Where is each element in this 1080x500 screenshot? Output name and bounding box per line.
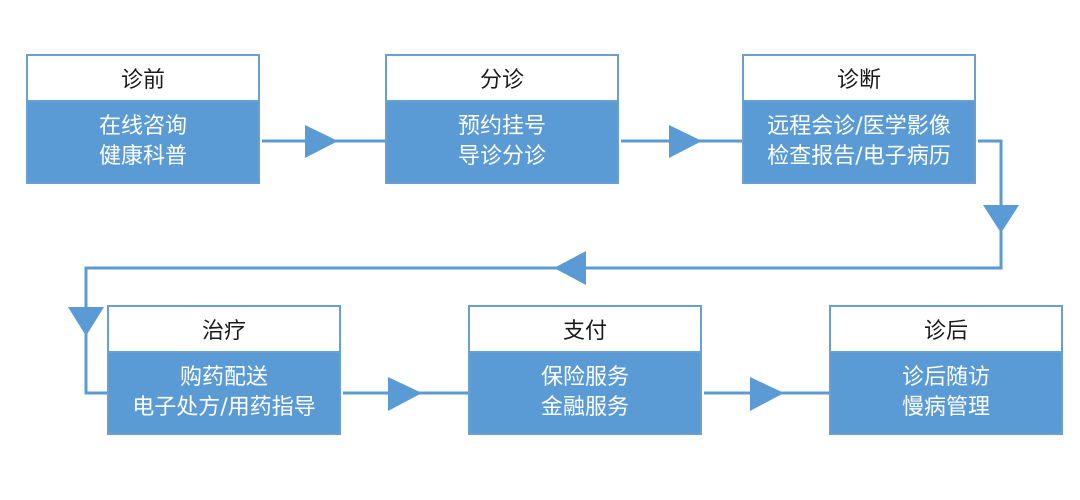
stage-body: 诊后随访 慢病管理 [831, 353, 1061, 433]
stage-pre-diagnosis: 诊前 在线咨询 健康科普 [26, 54, 260, 184]
arrow-down-2 [68, 307, 104, 336]
stage-line: 导诊分诊 [457, 144, 546, 169]
stage-triage: 分诊 预约挂号 导诊分诊 [385, 54, 619, 184]
stage-title: 治疗 [109, 307, 339, 353]
stage-title: 诊后 [831, 307, 1061, 353]
stage-line: 金融服务 [540, 395, 629, 420]
stage-line: 远程会诊/医学影像 [767, 114, 951, 139]
stage-body: 远程会诊/医学影像 检查报告/电子病历 [744, 102, 974, 182]
stage-line: 健康科普 [98, 144, 187, 169]
stage-payment: 支付 保险服务 金融服务 [468, 305, 702, 435]
stage-line: 检查报告/电子病历 [767, 144, 951, 169]
stage-title: 支付 [470, 307, 700, 353]
stage-title: 分诊 [387, 56, 617, 102]
stage-line: 慢病管理 [901, 395, 990, 420]
arrow-right-2 [669, 125, 702, 158]
arrow-left [554, 251, 586, 285]
stage-title: 诊断 [744, 56, 974, 102]
stage-post-diagnosis: 诊后 诊后随访 慢病管理 [829, 305, 1063, 435]
stage-diagnosis: 诊断 远程会诊/医学影像 检查报告/电子病历 [742, 54, 976, 184]
stage-treatment: 治疗 购药配送 电子处方/用药指导 [107, 305, 341, 435]
stage-body: 购药配送 电子处方/用药指导 [109, 353, 339, 433]
stage-line: 预约挂号 [457, 114, 546, 139]
stage-line: 购药配送 [179, 365, 268, 390]
stage-line: 诊后随访 [901, 365, 990, 390]
return-path [84, 139, 1003, 395]
arrow-right-4 [750, 377, 784, 411]
stage-line: 电子处方/用药指导 [132, 395, 316, 420]
arrow-down-1 [983, 205, 1019, 233]
stage-body: 保险服务 金融服务 [470, 353, 700, 433]
stage-body: 预约挂号 导诊分诊 [387, 102, 617, 182]
stage-title: 诊前 [28, 56, 258, 102]
stage-line: 在线咨询 [98, 114, 187, 139]
stage-body: 在线咨询 健康科普 [28, 102, 258, 182]
arrow-right-3 [388, 377, 422, 411]
arrow-right-1 [305, 125, 338, 158]
stage-line: 保险服务 [540, 365, 629, 390]
